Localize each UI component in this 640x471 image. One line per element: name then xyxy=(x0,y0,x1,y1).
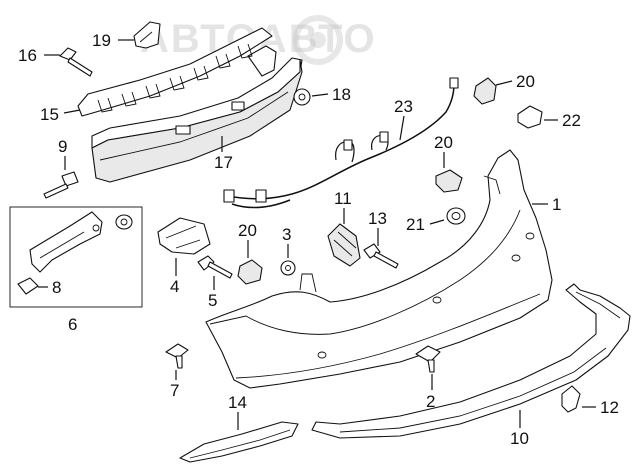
bolt-part-13 xyxy=(363,243,399,269)
mounting-bracket-part-4 xyxy=(157,217,211,255)
callout-12: 12 xyxy=(600,398,619,417)
callout-5: 5 xyxy=(208,291,217,310)
bolt-part-9 xyxy=(43,171,79,199)
side-bracket-part xyxy=(29,211,103,273)
callout-20-top: 20 xyxy=(516,72,535,91)
nut-part-6 xyxy=(115,214,133,230)
parking-sensor-part-top xyxy=(473,77,497,105)
callout-13: 13 xyxy=(368,209,387,228)
callout-1: 1 xyxy=(552,195,561,214)
callout-7: 7 xyxy=(170,381,179,400)
callout-4: 4 xyxy=(170,277,179,296)
parking-sensor-part-left xyxy=(237,259,263,285)
reflector-part-11 xyxy=(327,223,361,267)
callout-leaders xyxy=(38,39,596,430)
callout-15: 15 xyxy=(40,105,59,124)
callout-20-mid: 20 xyxy=(434,133,453,152)
callout-3: 3 xyxy=(282,225,291,244)
push-pin-part-2 xyxy=(415,345,441,373)
callout-8: 8 xyxy=(52,278,61,297)
grommet-part-22 xyxy=(517,105,543,129)
callout-14: 14 xyxy=(228,393,247,412)
callout-10: 10 xyxy=(510,429,529,448)
callout-17: 17 xyxy=(214,153,233,172)
parking-sensor-part-mid xyxy=(435,169,463,193)
callout-labels: 1 2 3 4 5 6 7 8 9 10 11 12 13 14 15 16 1… xyxy=(18,31,619,448)
nut-part-18 xyxy=(293,88,311,106)
callout-20-left: 20 xyxy=(238,221,257,240)
push-pin-part-7 xyxy=(165,343,189,369)
energy-absorber-part xyxy=(77,27,273,117)
callout-23: 23 xyxy=(394,97,413,116)
wiring-harness-part xyxy=(223,77,459,209)
bracket-part xyxy=(133,21,161,49)
clip-part-8 xyxy=(17,277,39,295)
screw-part-16 xyxy=(59,47,93,77)
callout-6: 6 xyxy=(68,315,77,334)
callout-22: 22 xyxy=(562,111,581,130)
trim-strip-part xyxy=(179,421,299,463)
callout-16: 16 xyxy=(18,46,37,65)
callout-21: 21 xyxy=(406,215,425,234)
callout-19: 19 xyxy=(92,31,111,50)
callout-2: 2 xyxy=(426,392,435,411)
clip-part-12 xyxy=(561,385,581,413)
watermark-gear-icon xyxy=(293,15,343,65)
nut-part-3 xyxy=(280,260,296,276)
callout-9: 9 xyxy=(58,137,67,156)
bumper-cover-part xyxy=(205,149,553,389)
lower-valance-part xyxy=(311,283,631,439)
callout-11: 11 xyxy=(334,189,352,208)
sensor-retainer-part xyxy=(446,207,466,225)
stud-part-5 xyxy=(197,255,233,279)
bracket-kit-box xyxy=(9,206,143,308)
reinforcement-beam-part xyxy=(91,45,303,183)
callout-18: 18 xyxy=(332,85,351,104)
